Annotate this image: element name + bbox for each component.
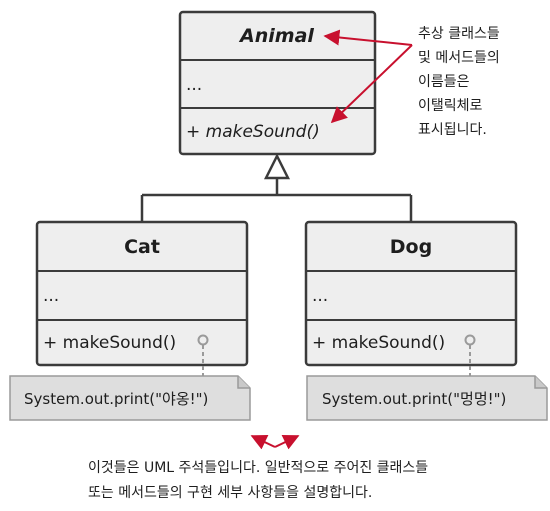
class-dog-fields: ... xyxy=(312,286,328,306)
class-dog-method: + makeSound() xyxy=(312,333,445,353)
class-cat: Cat ... + makeSound() xyxy=(35,220,249,376)
bottom-annotation-line: 또는 메서드들의 구현 세부 사항들을 설명합니다. xyxy=(88,485,372,501)
class-animal-method: + makeSound() xyxy=(186,122,320,142)
side-annotation-line: 및 메서드들의 xyxy=(418,50,500,66)
inheritance-connector xyxy=(140,153,413,222)
class-animal: Animal ... + makeSound() xyxy=(178,10,377,156)
class-cat-fields: ... xyxy=(43,286,59,306)
class-dog: Dog ... + makeSound() xyxy=(304,220,518,376)
note-dog-text: System.out.print("멍멍!") xyxy=(322,390,506,408)
bottom-annotation: 이것들은 UML 주석들입니다. 일반적으로 주어진 클래스들 또는 메서드들의… xyxy=(88,434,428,501)
arrow-up-left xyxy=(250,434,276,450)
note-cat-text: System.out.print("야옹!") xyxy=(24,390,208,408)
arrow-to-method-name xyxy=(330,44,413,124)
class-cat-method: + makeSound() xyxy=(43,333,176,353)
class-dog-name: Dog xyxy=(390,236,432,258)
side-annotation-line: 이탤릭체로 xyxy=(418,98,483,114)
side-annotation-line: 추상 클래스들 xyxy=(418,26,500,42)
note-dog: System.out.print("멍멍!") xyxy=(306,375,548,421)
note-anchor-icon xyxy=(464,334,476,346)
note-cat: System.out.print("야옹!") xyxy=(9,375,251,421)
side-annotation-line: 이름들은 xyxy=(418,74,470,90)
side-annotation: 추상 클래스들 및 메서드들의 이름들은 이탤릭체로 표시됩니다. xyxy=(323,26,500,138)
class-animal-fields: ... xyxy=(186,75,202,95)
bottom-annotation-line: 이것들은 UML 주석들입니다. 일반적으로 주어진 클래스들 xyxy=(88,460,428,476)
note-anchor-icon xyxy=(197,334,209,346)
generalization-triangle-icon xyxy=(263,153,291,180)
arrow-up-right xyxy=(274,434,300,450)
arrow-to-class-name xyxy=(323,29,413,46)
class-cat-name: Cat xyxy=(124,236,160,258)
class-animal-name: Animal xyxy=(238,25,314,47)
side-annotation-line: 표시됩니다. xyxy=(418,122,487,138)
